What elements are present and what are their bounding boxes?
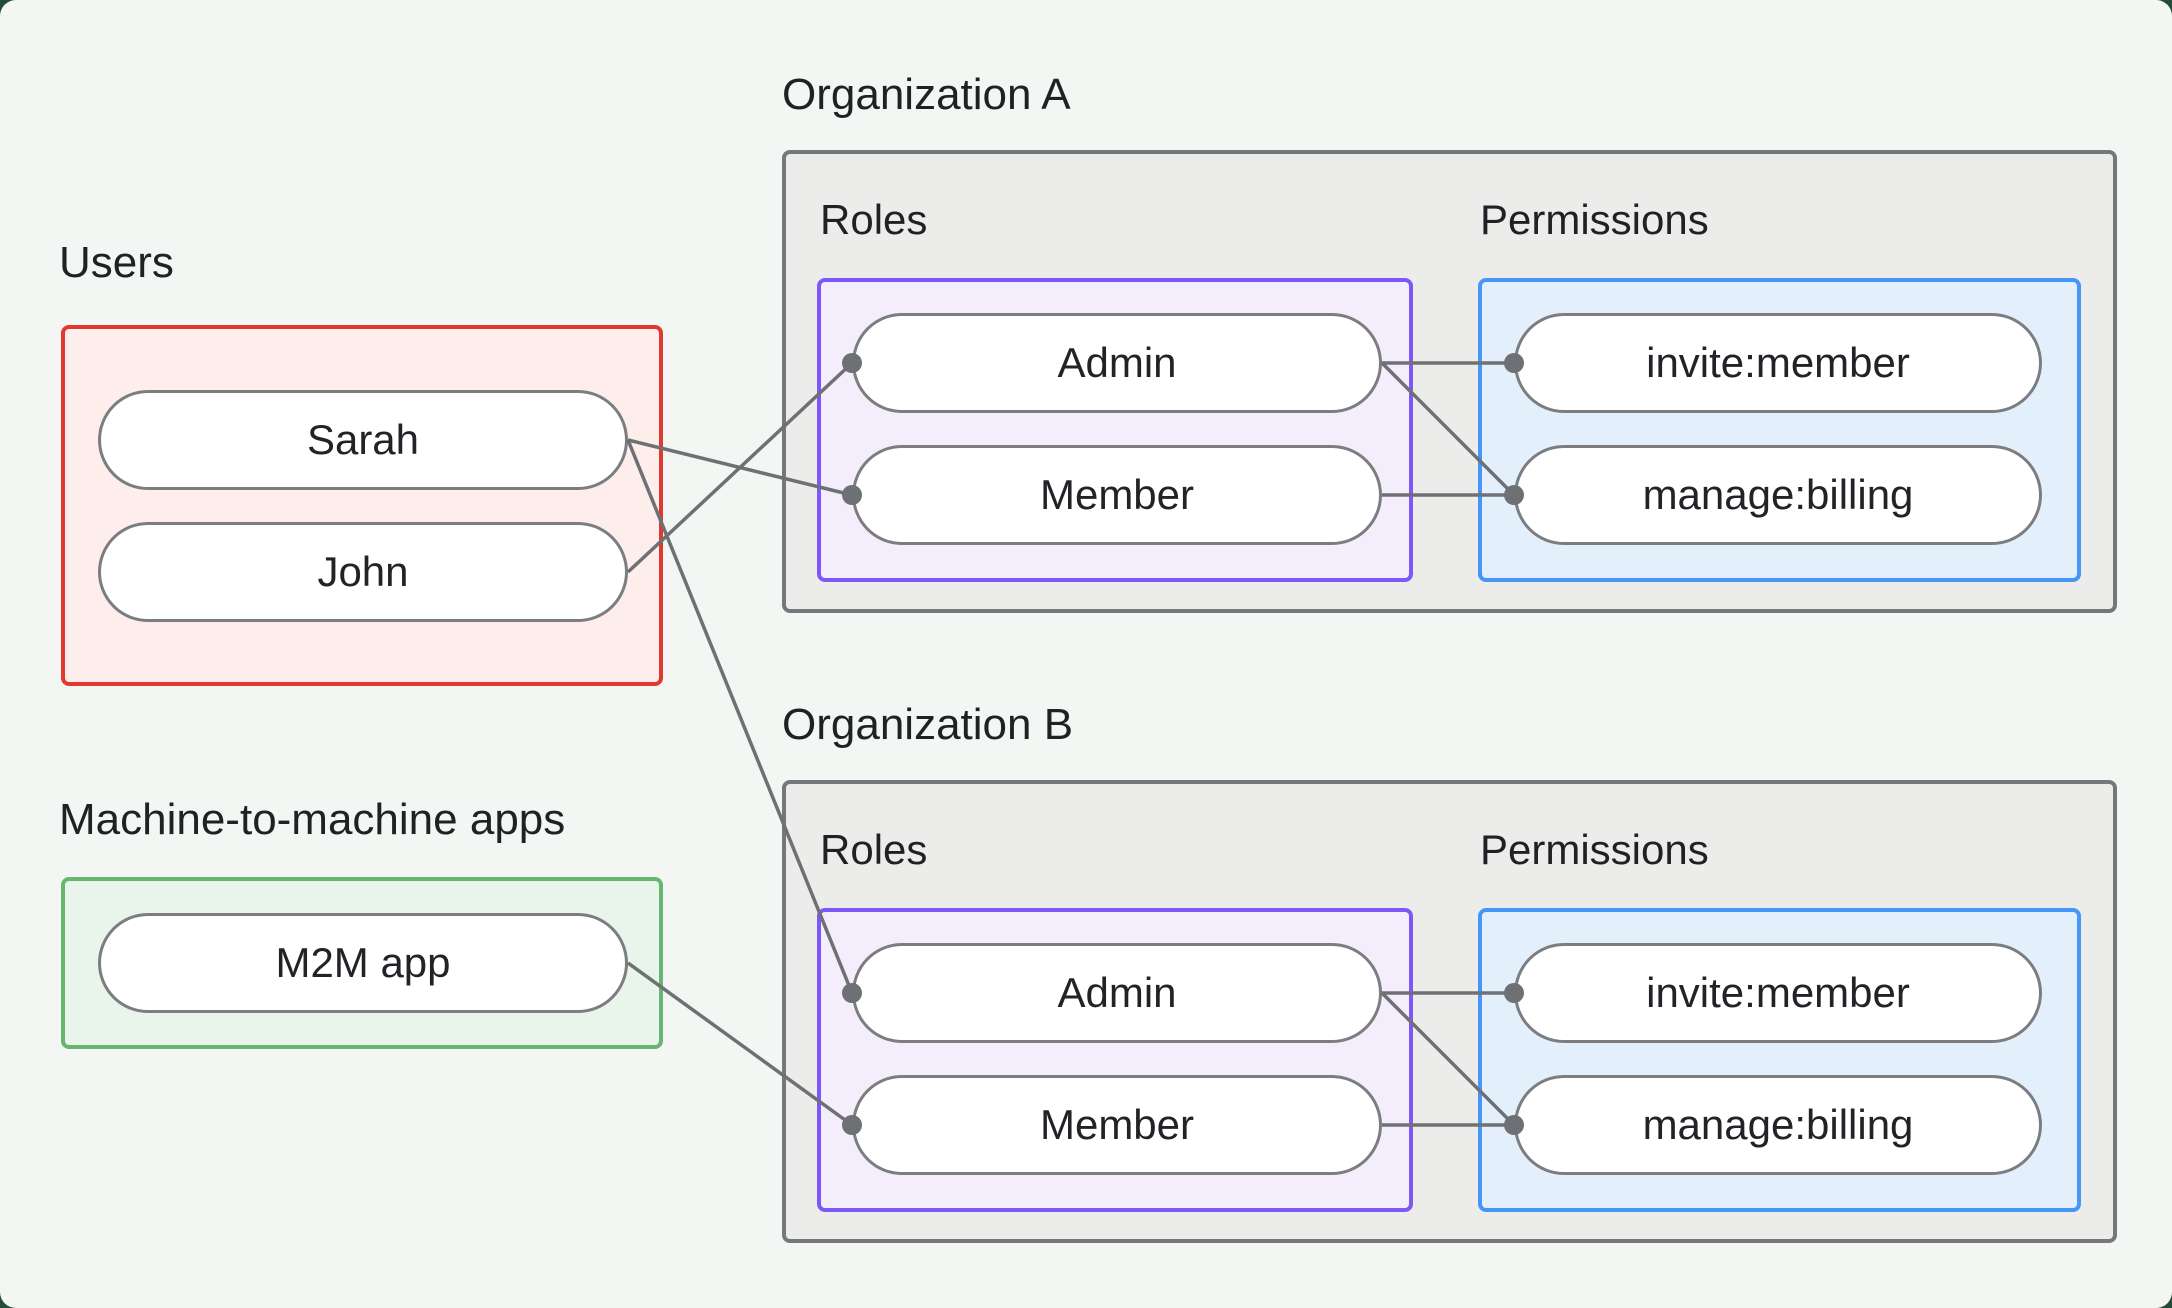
node-m2m-app: M2M app bbox=[98, 913, 628, 1013]
org-a-admin-label: Admin bbox=[1057, 339, 1177, 386]
org-b-node-manage-billing: manage:billing bbox=[1514, 1075, 2042, 1175]
org-a-roles-label: Roles bbox=[820, 196, 928, 243]
org-b-title: Organization B bbox=[782, 700, 1074, 749]
org-b-node-invite-member: invite:member bbox=[1514, 943, 2042, 1043]
org-a-node-admin: Admin bbox=[852, 313, 1382, 413]
m2m-group-label: Machine-to-machine apps bbox=[59, 795, 566, 844]
org-b-manage-billing-label: manage:billing bbox=[1642, 1101, 1914, 1148]
users-group-box bbox=[61, 325, 663, 686]
org-b-admin-label: Admin bbox=[1057, 969, 1177, 1016]
node-m2m-app-label: M2M app bbox=[275, 939, 451, 986]
node-sarah: Sarah bbox=[98, 390, 628, 490]
node-john-label: John bbox=[317, 548, 409, 595]
org-b-roles-label: Roles bbox=[820, 826, 928, 873]
org-a-node-invite-member: invite:member bbox=[1514, 313, 2042, 413]
org-a-node-manage-billing: manage:billing bbox=[1514, 445, 2042, 545]
node-john: John bbox=[98, 522, 628, 622]
users-group-label: Users bbox=[59, 238, 174, 287]
node-sarah-label: Sarah bbox=[306, 416, 420, 463]
org-b-node-admin: Admin bbox=[852, 943, 1382, 1043]
org-b-node-member: Member bbox=[852, 1075, 1382, 1175]
org-a-manage-billing-label: manage:billing bbox=[1642, 471, 1914, 518]
org-a-member-label: Member bbox=[1039, 471, 1195, 518]
org-a-node-member: Member bbox=[852, 445, 1382, 545]
org-b-invite-member-label: invite:member bbox=[1646, 969, 1910, 1016]
org-a-title: Organization A bbox=[782, 70, 1071, 119]
org-b-member-label: Member bbox=[1039, 1101, 1195, 1148]
org-b-permissions-label: Permissions bbox=[1480, 826, 1709, 873]
org-a-invite-member-label: invite:member bbox=[1646, 339, 1910, 386]
org-a-permissions-label: Permissions bbox=[1480, 196, 1709, 243]
